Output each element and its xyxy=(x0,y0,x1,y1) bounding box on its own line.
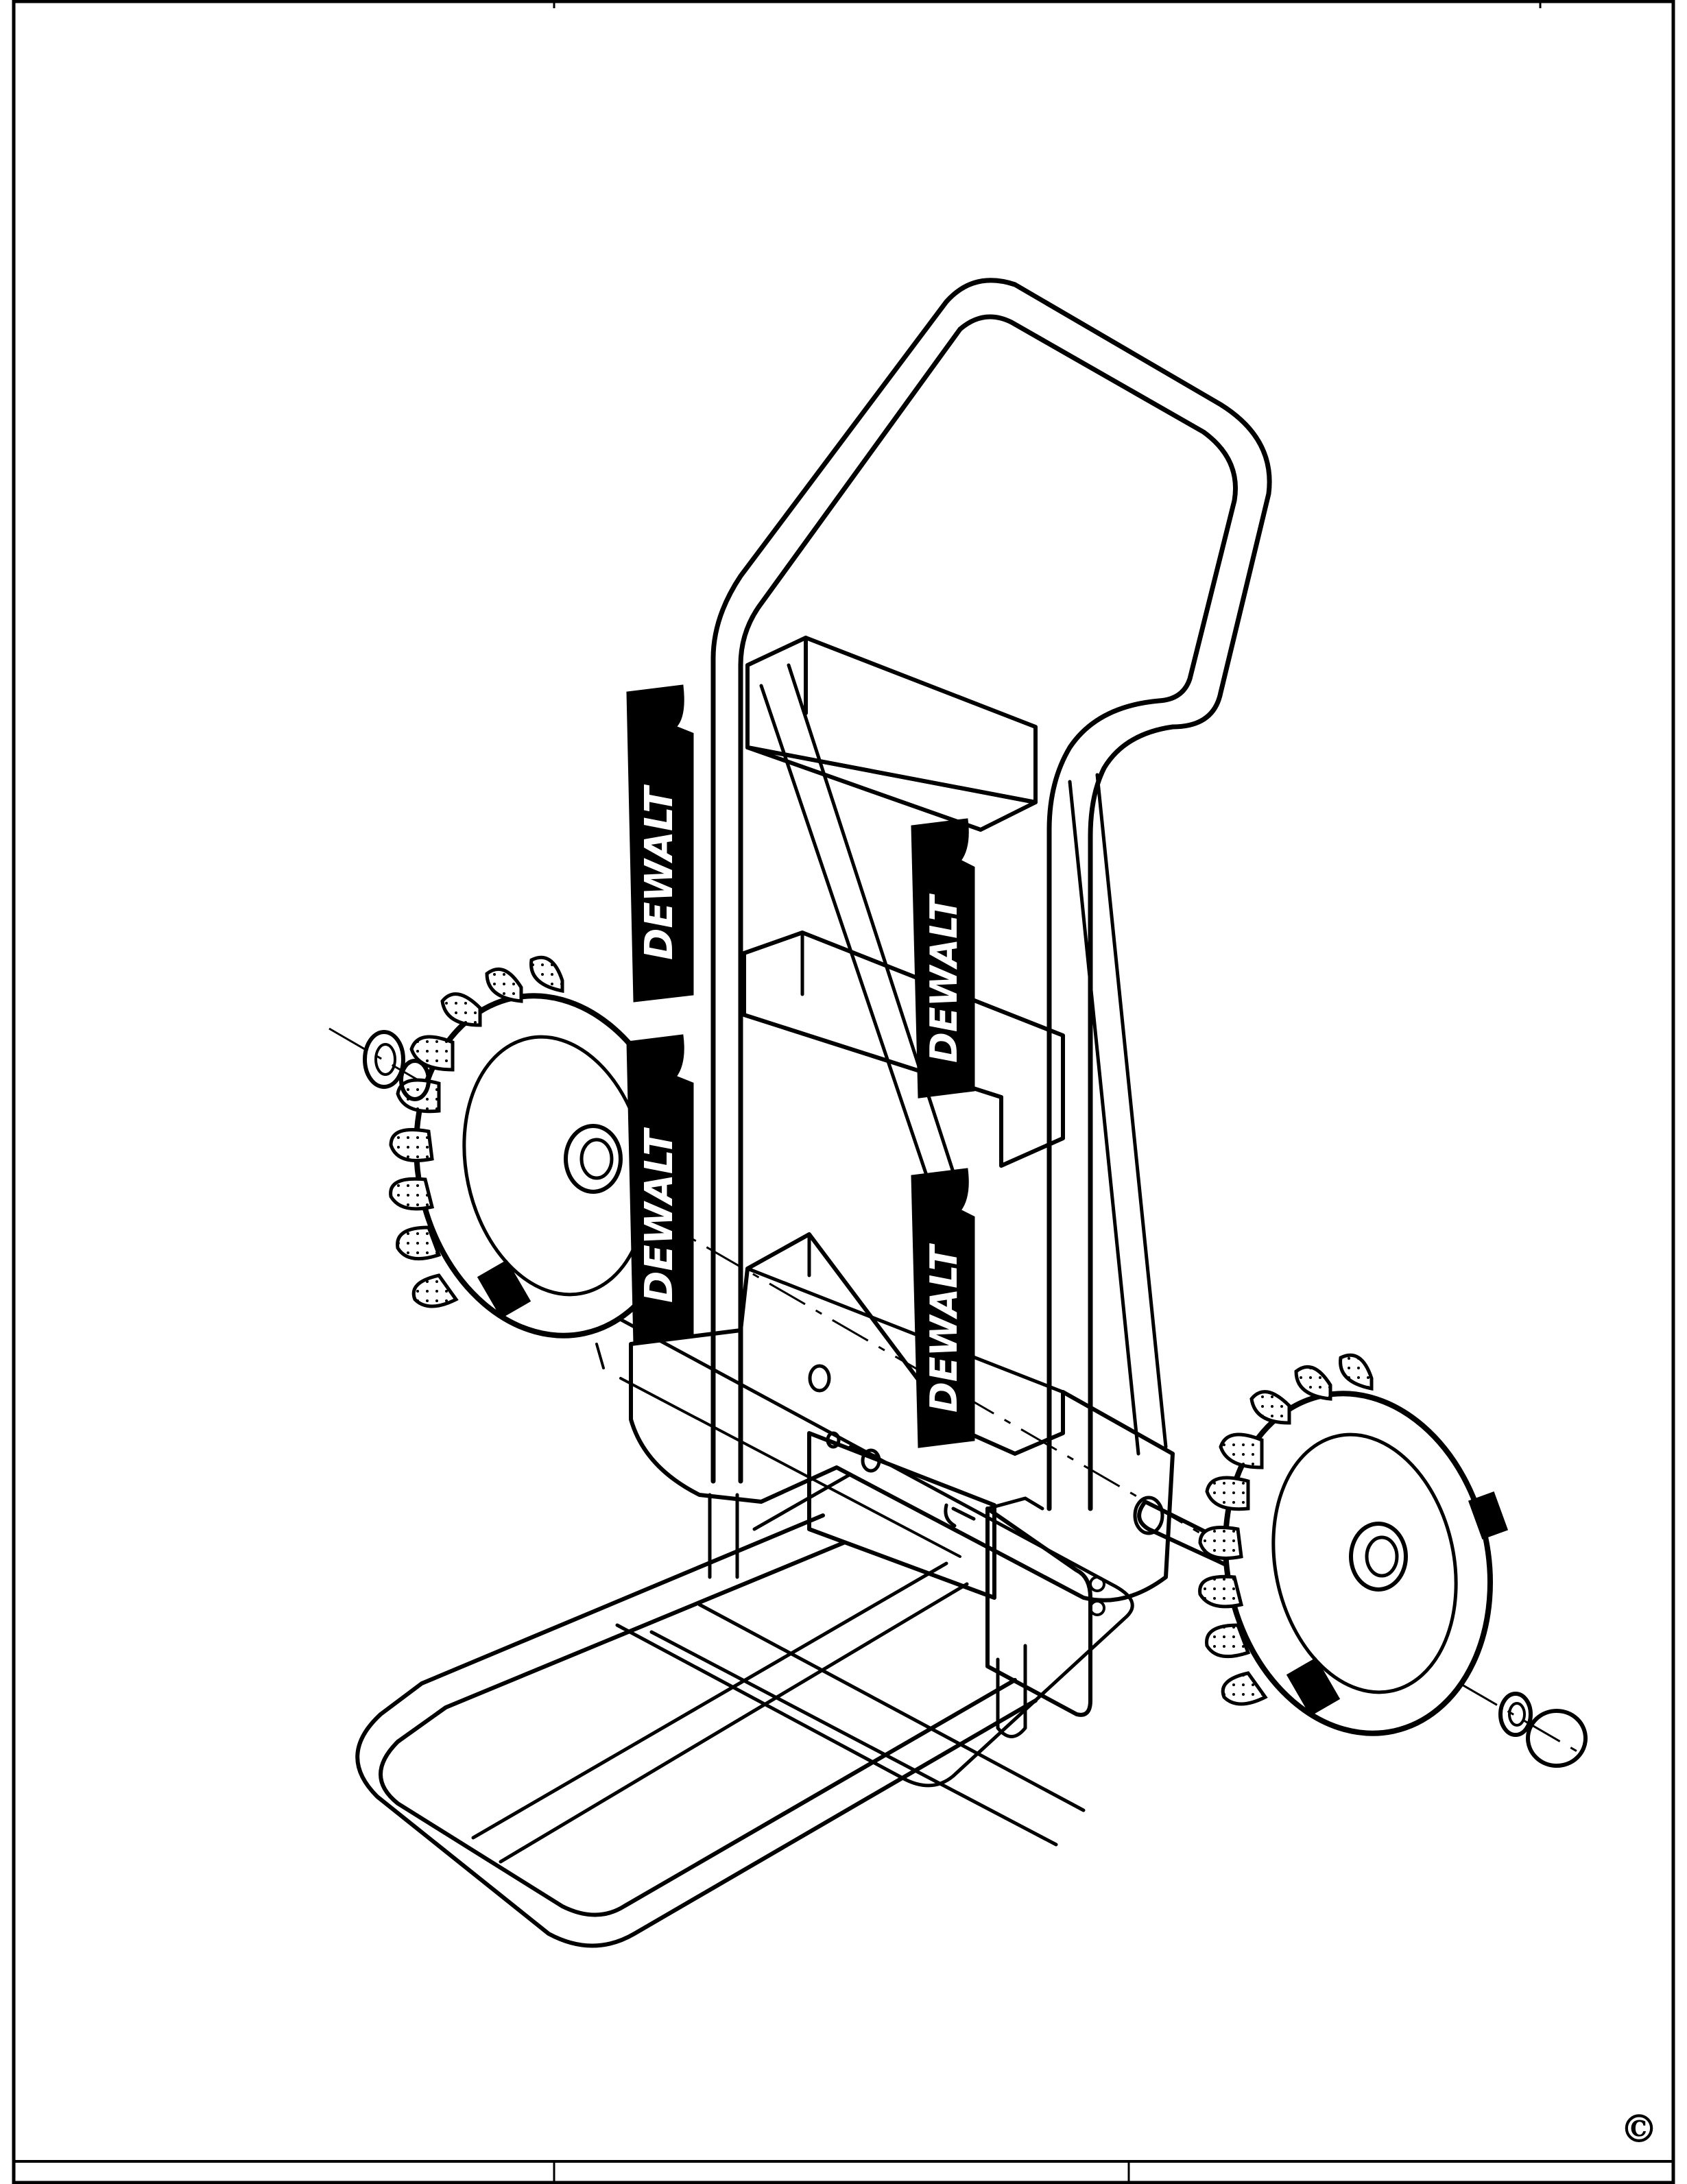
fasteners xyxy=(808,1364,976,1528)
brand-logo-1: DEWALT xyxy=(637,784,682,960)
toe-frame xyxy=(355,1472,1086,1948)
axle-bracket xyxy=(807,1431,1105,1717)
brand-logo-3: DEWALT xyxy=(922,893,966,1063)
logo-pad-upper-left: DEWALT xyxy=(626,684,694,1003)
brand-logo-4: DEWALT xyxy=(922,1243,966,1413)
upper-cradle xyxy=(745,636,1038,832)
logo-pad-upper-right: DEWALT xyxy=(911,818,975,1099)
middle-cradle xyxy=(742,931,1065,1168)
logo-pad-lower-right: DEWALT xyxy=(911,1168,975,1448)
handle-frame xyxy=(710,278,1272,1511)
copyright-mark: © xyxy=(1620,2107,1658,2152)
brand-logo-2: DEWALT xyxy=(637,1127,682,1303)
lower-posts xyxy=(708,1493,1027,1738)
right-washers xyxy=(1498,1692,1588,1768)
right-wheel xyxy=(1198,1353,1509,1736)
left-wheel xyxy=(389,955,684,1339)
sheet-border xyxy=(12,0,1675,2184)
left-washers xyxy=(363,1030,431,1101)
base-plate xyxy=(588,1301,1134,1788)
logo-pad-lower-left: DEWALT xyxy=(626,1034,694,1345)
